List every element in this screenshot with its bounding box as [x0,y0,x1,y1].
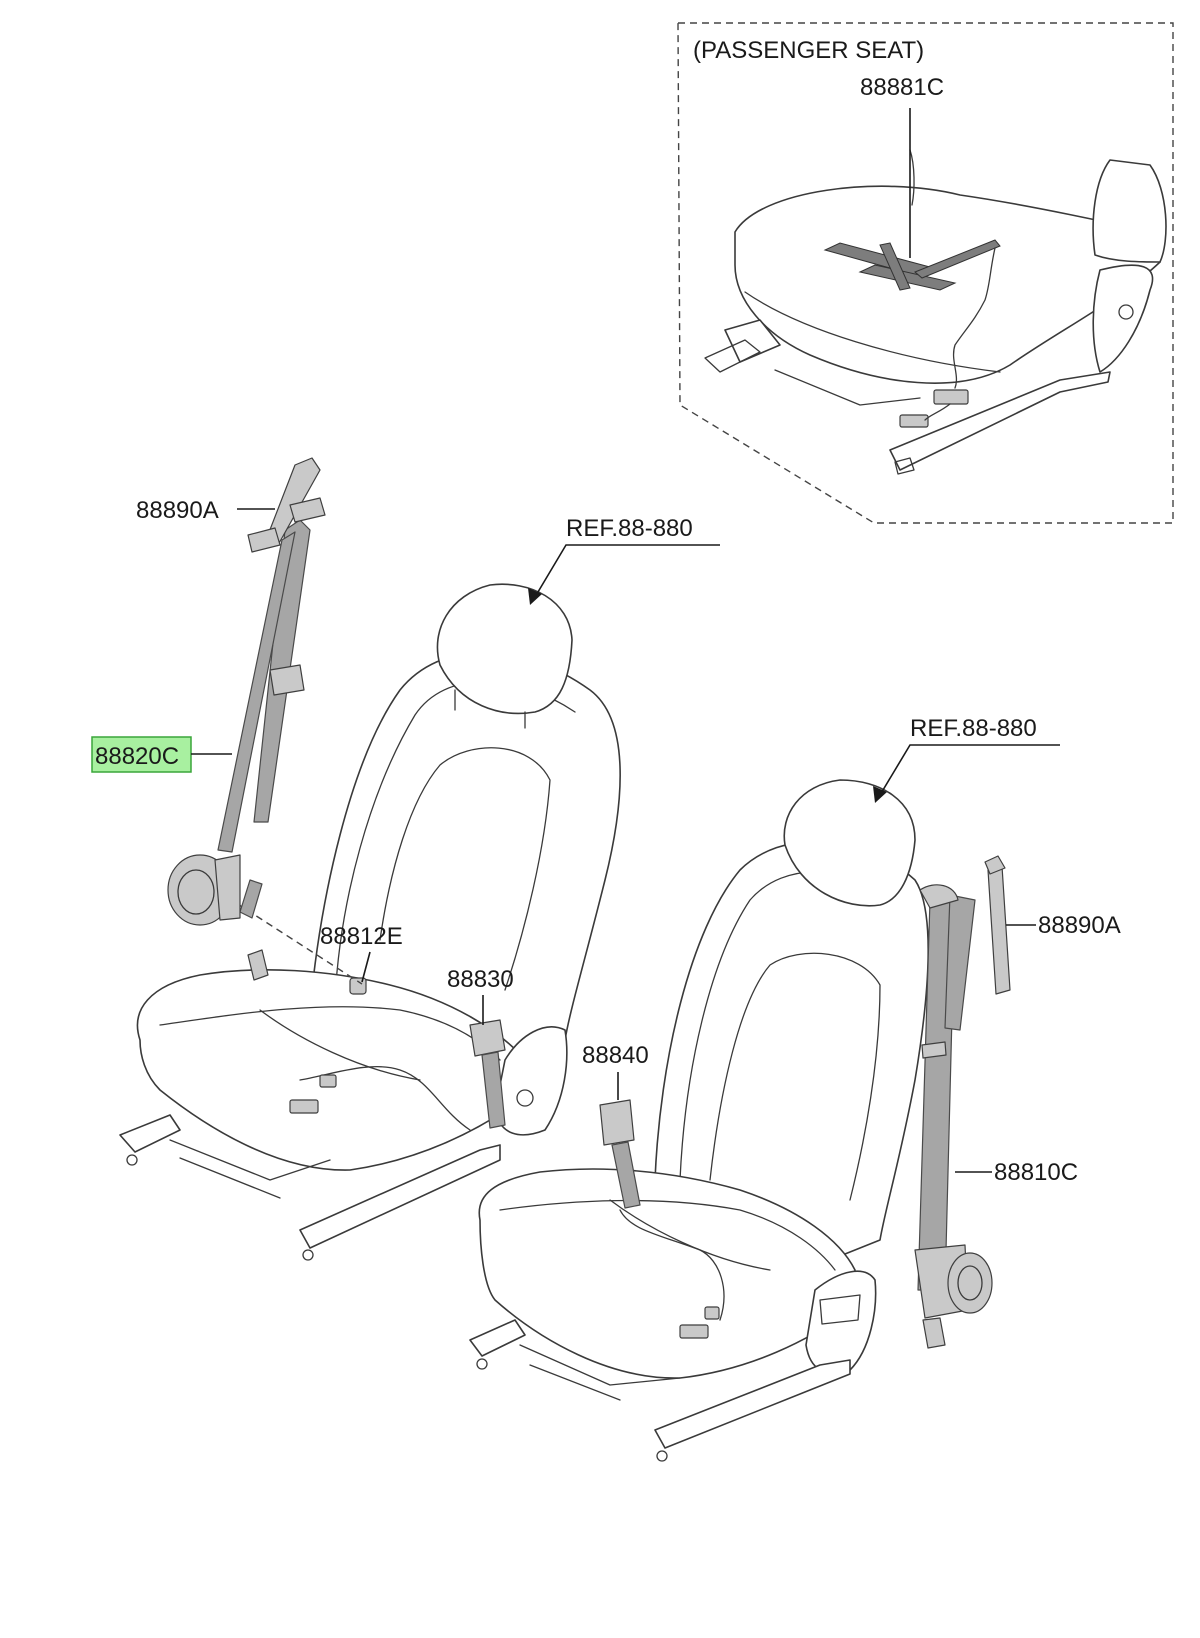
label-88881c: 88881C [860,74,944,101]
driver-belt-assembly [167,457,326,981]
label-88840: 88840 [582,1042,649,1069]
leader-ref-left [534,544,720,598]
driver-seat [119,583,621,1261]
label-ref-right: REF.88-880 [910,715,1037,742]
inset-title: (PASSENGER SEAT) [693,37,924,64]
label-88812e: 88812E [320,923,403,950]
passenger-seat-inset [677,22,1174,524]
callouts: (PASSENGER SEAT) 88881C 88890A 88820C 88… [91,37,1121,1186]
label-88820c: 88820C [95,743,179,770]
passenger-seat [469,779,929,1462]
label-88890a-right: 88890A [1038,912,1121,939]
label-88810c: 88810C [994,1159,1078,1186]
leader-88812e [361,951,371,983]
arrow-ref-left [528,588,542,605]
label-88830: 88830 [447,966,514,993]
label-ref-left: REF.88-880 [566,515,693,542]
leader-ref-right [879,744,1060,796]
passenger-belt-assembly [914,855,1011,1349]
arrow-ref-right [873,786,887,803]
inset-border [677,22,1174,524]
label-88890a-left: 88890A [136,497,219,524]
